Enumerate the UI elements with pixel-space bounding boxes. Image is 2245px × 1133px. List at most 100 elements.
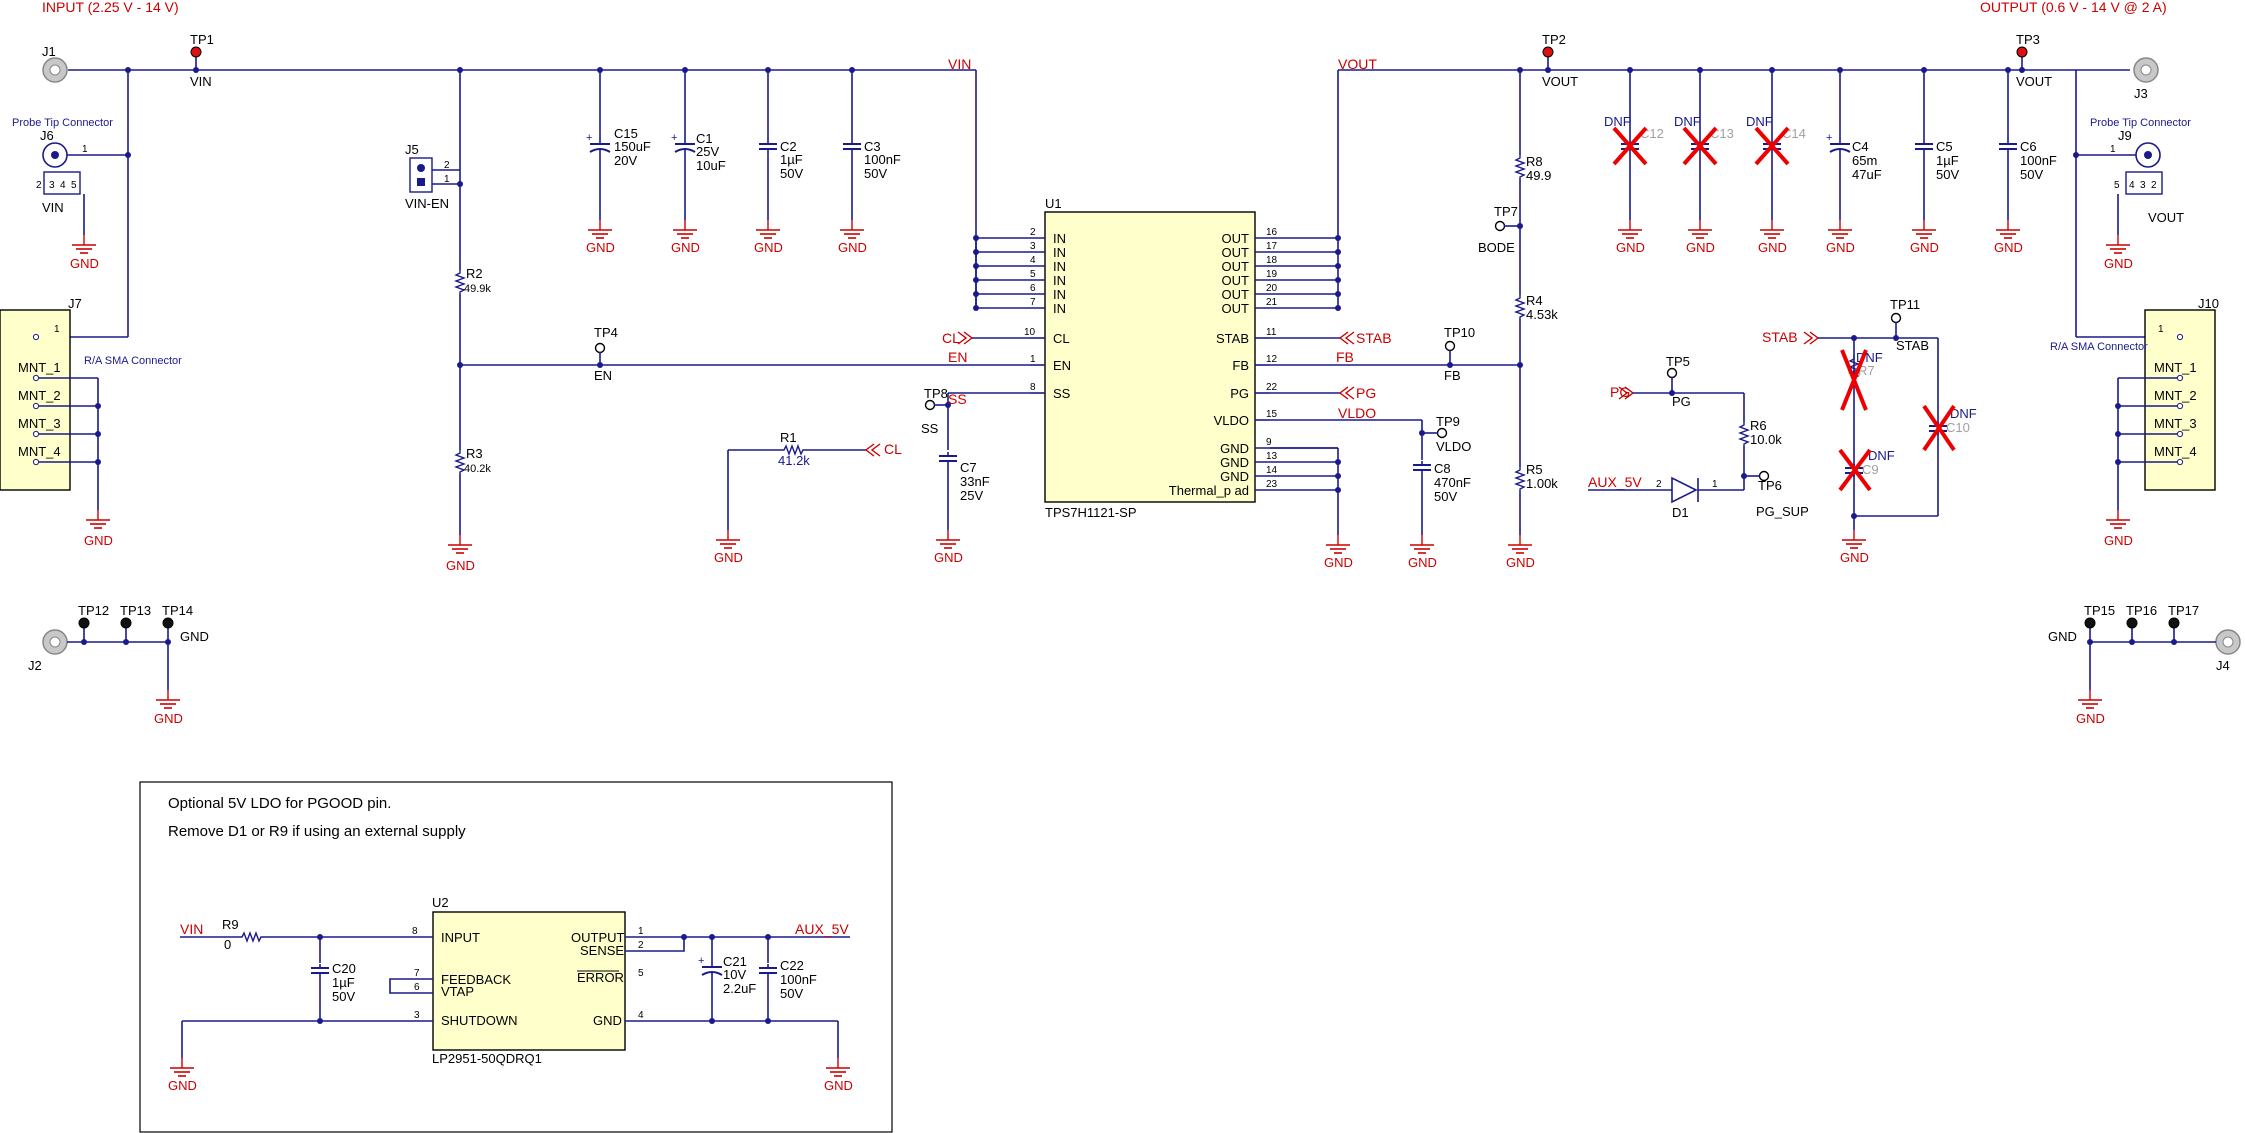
- junction: [1335, 473, 1341, 479]
- j7-pin: [32, 333, 40, 341]
- gnd-symbol: [825, 1057, 851, 1077]
- r4-val: 4.53k: [1526, 307, 1558, 322]
- tp12-label: TP12: [78, 603, 109, 618]
- c1-volt: 25V: [696, 144, 719, 159]
- note-line2: Remove D1 or R9 if using an external sup…: [168, 823, 466, 840]
- cl-net-label-2: CL: [884, 441, 902, 457]
- junction: [2087, 639, 2093, 645]
- d1-diode: [1671, 476, 1698, 504]
- j9-label: J9: [2118, 128, 2132, 143]
- u2-pin6-num: 6: [414, 982, 420, 993]
- j10-pin: [2176, 458, 2184, 466]
- tp11-net: STAB: [1896, 338, 1929, 353]
- u1-pin-name: VLDO: [1214, 413, 1249, 428]
- j7-pin: [32, 374, 40, 382]
- c8-capacitor: [1412, 460, 1432, 475]
- fb-net-label: FB: [1336, 349, 1354, 365]
- u1-pin-number: 23: [1266, 479, 1278, 490]
- j9-pin4: 4: [2129, 180, 2135, 191]
- gnd-label: GND: [2104, 256, 2133, 271]
- dnf-label: DNF: [1746, 114, 1773, 129]
- u1-pin-name: Thermal_p ad: [1169, 483, 1249, 498]
- j7-title: R/A SMA Connector: [84, 355, 182, 367]
- j7-mnt3: MNT_3: [18, 416, 61, 431]
- gnd-label: GND: [1616, 240, 1645, 255]
- tp9-net: VLDO: [1436, 439, 1471, 454]
- stab-port-arrow: [1803, 331, 1820, 345]
- output-cap-label: C4: [1852, 139, 1869, 154]
- stab-port-arrow: [1338, 331, 1355, 345]
- j10-label: J10: [2198, 296, 2219, 311]
- j6-center: [51, 151, 59, 159]
- u1-pin-number: 12: [1266, 354, 1278, 365]
- j1-label: J1: [42, 44, 56, 59]
- r1-ref: R1: [780, 430, 797, 445]
- junction: [1335, 487, 1341, 493]
- u1-pin-name: OUT: [1222, 245, 1250, 260]
- c15-val: 150uF: [614, 139, 651, 154]
- output-header: OUTPUT (0.6 V - 14 V @ 2 A): [1980, 0, 2167, 15]
- c10-dnf-cross: [1922, 404, 1956, 452]
- j5-pin1: [417, 178, 425, 186]
- gnd-symbol: [169, 1057, 195, 1077]
- gnd-symbol: [2077, 689, 2103, 709]
- r3-val: 40.2k: [464, 463, 491, 475]
- j3-hole: [2140, 64, 2152, 76]
- tp2-label: TP2: [1542, 32, 1566, 47]
- u1-pin-name: IN: [1053, 287, 1066, 302]
- u1-body: [1044, 211, 1256, 503]
- gnd-label: GND: [671, 240, 700, 255]
- j6-pin1: 1: [82, 144, 88, 155]
- c2-capacitor: [758, 139, 778, 154]
- gnd-symbol: [1841, 529, 1867, 549]
- j3-label: J3: [2134, 86, 2148, 101]
- r5-ref: R5: [1526, 462, 1543, 477]
- j4-label: J4: [2216, 658, 2230, 673]
- c10-ref: C10: [1946, 420, 1970, 435]
- tp1-net: VIN: [190, 74, 212, 89]
- gnd-symbol: [1617, 219, 1643, 239]
- vin-net-label-2: VIN: [180, 921, 203, 937]
- junction: [95, 431, 101, 437]
- u1-pin-number: 3: [1030, 241, 1036, 252]
- c9-ref: C9: [1862, 462, 1879, 477]
- c20-ref: C20: [332, 961, 356, 976]
- d1-pin2: 2: [1656, 479, 1662, 490]
- junction: [1335, 459, 1341, 465]
- j10-mnt4: MNT_4: [2154, 444, 2197, 459]
- u1-pin-number: 15: [1266, 409, 1278, 420]
- u1-pin-number: 4: [1030, 255, 1036, 266]
- r8-ref: R8: [1526, 154, 1543, 169]
- tp13-label: TP13: [120, 603, 151, 618]
- r3-resistor: [455, 449, 465, 475]
- junction: [765, 1018, 771, 1024]
- tp5-net: PG: [1672, 394, 1691, 409]
- gnd-label: GND: [714, 550, 743, 565]
- stab-net-label: STAB: [1356, 330, 1392, 346]
- c8-volt: 50V: [1434, 489, 1457, 504]
- tp17-label: TP17: [2168, 603, 2199, 618]
- c7-val: 33nF: [960, 474, 990, 489]
- r7-ref: R7: [1858, 363, 1875, 378]
- u1-pin-name: CL: [1053, 331, 1070, 346]
- r4-resistor: [1515, 294, 1525, 320]
- u1-pin-number: 21: [1266, 297, 1278, 308]
- output-cap-label: 100nF: [2020, 153, 2057, 168]
- u1-pin-name: PG: [1230, 386, 1249, 401]
- gnd-label: GND: [1758, 240, 1787, 255]
- tp2-point: [1542, 46, 1554, 58]
- gnd-label: GND: [1324, 555, 1353, 570]
- c21-ref: C21: [723, 954, 747, 969]
- tp8-label: TP8: [924, 386, 948, 401]
- junction: [95, 459, 101, 465]
- j1-hole: [49, 64, 61, 76]
- gnd-symbol: [935, 529, 961, 549]
- j9-pin2: 2: [2151, 180, 2157, 191]
- r4-ref: R4: [1526, 293, 1543, 308]
- c20-capacitor: [310, 963, 330, 978]
- r9-ref: R9: [222, 917, 239, 932]
- j7-pin: [32, 402, 40, 410]
- tp8-net: SS: [921, 421, 939, 436]
- output-cap-label: 47uF: [1852, 167, 1882, 182]
- gnd-label: GND: [70, 256, 99, 271]
